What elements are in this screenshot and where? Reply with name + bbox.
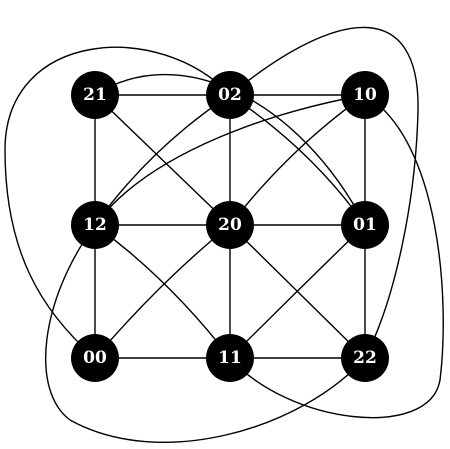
node-12: 12 [71,201,119,249]
edge-02-01 [229,94,366,226]
edge-10-12 [94,94,366,226]
node-22: 22 [341,334,389,382]
node-01: 01 [341,201,389,249]
edge-12-11 [94,224,231,359]
node-label-12: 12 [83,215,107,235]
node-10: 10 [341,71,389,119]
edge-20-00 [94,224,231,359]
node-label-02: 02 [218,85,242,105]
edge-02-22 [229,26,419,359]
edge-10-11 [229,94,444,419]
edge-12-22 [45,224,366,443]
node-20: 20 [206,201,254,249]
node-label-11: 11 [218,348,242,368]
node-label-01: 01 [353,215,377,235]
node-label-20: 20 [218,215,242,235]
node-11: 11 [206,334,254,382]
node-label-22: 22 [353,348,377,368]
node-label-10: 10 [353,85,377,105]
edge-10-20 [229,94,366,226]
edge-02-00 [4,46,231,359]
node-label-00: 00 [83,348,107,368]
node-02: 02 [206,71,254,119]
node-label-21: 21 [83,85,107,105]
node-21: 21 [71,71,119,119]
edge-21-20 [94,94,231,226]
graph-nodes: 21 02 10 12 20 01 00 11 [71,71,389,382]
node-00: 00 [71,334,119,382]
